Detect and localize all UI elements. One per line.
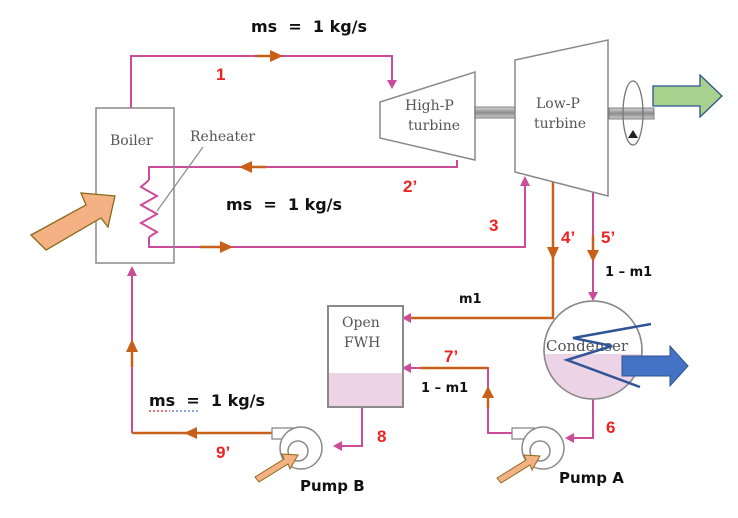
arrow-head-state9 <box>184 427 197 439</box>
reheater-label: Reheater <box>190 129 255 145</box>
arrow-into-fwh-feed <box>402 363 411 373</box>
state-3: 3 <box>489 216 498 235</box>
lp-turbine <box>514 39 609 197</box>
fwh-liquid <box>329 373 402 406</box>
pipe-condenser-to-pump-a <box>568 399 594 439</box>
arrow-head-state2 <box>239 161 252 173</box>
arrow-into-pump-b <box>333 441 342 451</box>
cooling-coil <box>563 322 652 389</box>
condenser-label: Condenser <box>546 337 629 355</box>
flow-label-top: ms = 1 kg/s <box>251 17 367 36</box>
boiler-label: Boiler <box>110 133 153 149</box>
output-shaft <box>608 107 655 120</box>
lp-turbine-label-1: Low-P <box>536 96 580 112</box>
arrow-head-state1 <box>270 50 283 62</box>
flow-label-bleed: m1 <box>459 292 482 307</box>
state-1: 1 <box>216 65 225 84</box>
pipe-bleed-to-fwh <box>404 182 555 320</box>
pipe-hp-to-reheater <box>148 160 458 180</box>
pump-a-label: Pump A <box>559 469 624 487</box>
arrow-into-pump-a <box>565 433 574 443</box>
pump-a-work-arrow-icon <box>496 454 541 484</box>
arrow-into-fwh-bleed <box>402 313 411 323</box>
heat-rejection-arrow-icon <box>621 344 689 388</box>
pump-b-label: Pump B <box>300 477 365 495</box>
arrow-into-condenser <box>588 292 598 301</box>
state-6: 6 <box>606 418 615 437</box>
state-5: 5’ <box>601 228 615 247</box>
rotation-arrowhead <box>628 130 638 138</box>
pump-b <box>254 426 323 483</box>
fwh-label-2: FWH <box>344 335 380 351</box>
lp-turbine-label-2: turbine <box>534 116 586 132</box>
arrow-down-hp-inlet <box>387 80 397 89</box>
state-7: 7’ <box>444 347 458 366</box>
arrow-into-boiler <box>127 266 137 276</box>
pipe-reheater-to-lp-turbine <box>148 180 526 248</box>
hp-turbine <box>379 70 476 161</box>
flow-label-feed: ms = 1 kg/s <box>149 391 265 410</box>
arrow-head-state3 <box>220 241 233 253</box>
state-9: 9’ <box>216 443 230 462</box>
arrow-down-bleed <box>547 247 559 260</box>
arrow-head-riser <box>126 339 138 352</box>
flow-label-to-condenser: 1 – m1 <box>605 265 652 280</box>
pipe-boiler-to-hp-turbine <box>130 55 393 108</box>
hp-turbine-label-1: High-P <box>405 98 454 114</box>
arrow-head-state5 <box>587 250 599 262</box>
rotation-icon <box>622 80 644 146</box>
pipe-fwh-to-pump-b <box>336 407 363 447</box>
state-8: 8 <box>377 427 386 446</box>
pump-b-work-arrow-icon <box>254 453 299 483</box>
fwh-label-1: Open <box>342 315 380 331</box>
flow-label-reheat: ms = 1 kg/s <box>226 195 342 214</box>
work-output-arrow-icon <box>652 73 723 119</box>
hp-turbine-label-2: turbine <box>408 118 460 134</box>
state-4: 4’ <box>561 228 575 247</box>
heat-input-arrow-icon <box>29 192 116 251</box>
flow-label-to-fwh: 1 – m1 <box>421 381 468 396</box>
reheater-coil <box>138 179 160 238</box>
pump-a <box>496 426 565 484</box>
condenser-outline <box>543 300 643 400</box>
arrow-up-lp-inlet <box>520 176 530 186</box>
pipe-pump-a-to-fwh <box>404 367 513 434</box>
turbine-shaft <box>474 106 516 119</box>
arrow-head-up-7 <box>482 386 494 398</box>
boiler <box>95 107 175 264</box>
reheater-leader <box>156 146 204 212</box>
state-2: 2’ <box>403 177 417 196</box>
